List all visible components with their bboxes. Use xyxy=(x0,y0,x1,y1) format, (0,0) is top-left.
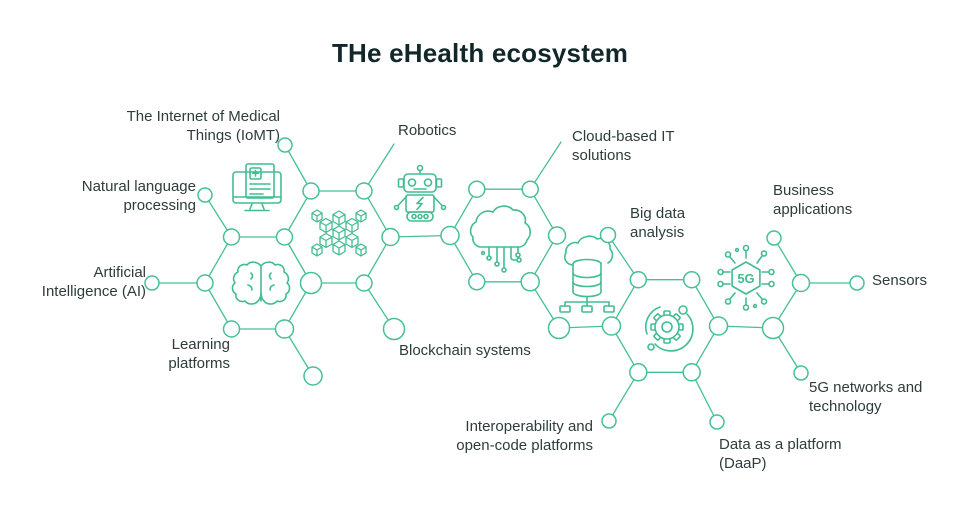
node xyxy=(197,187,213,203)
node xyxy=(222,228,241,246)
node xyxy=(629,363,648,382)
node xyxy=(761,316,785,340)
node xyxy=(302,182,320,200)
label-iomt: The Internet of Medical Things (IoMT) xyxy=(126,108,280,144)
node xyxy=(303,366,323,386)
label-business-applications: Business applications xyxy=(773,182,853,218)
cloud-circuit-icon xyxy=(469,205,531,273)
node xyxy=(709,414,725,430)
5g-chip-icon: 5G xyxy=(717,244,775,311)
node xyxy=(355,274,373,292)
page-title: THe eHealth ecosystem xyxy=(331,38,629,68)
node xyxy=(382,317,406,341)
node xyxy=(468,273,486,291)
node xyxy=(277,137,293,153)
node xyxy=(682,363,701,382)
connector-nodes xyxy=(144,137,865,430)
node xyxy=(791,273,811,293)
5g-chip-label: 5G xyxy=(737,271,754,286)
label-artificial-intelligence: Artificial Intelligence (AI) xyxy=(41,264,146,300)
node xyxy=(547,316,571,340)
node xyxy=(196,274,214,292)
label-robotics: Robotics xyxy=(398,122,457,139)
gear-process-icon xyxy=(644,305,694,352)
brain-icon xyxy=(231,261,291,305)
connector xyxy=(607,234,639,281)
node xyxy=(766,230,782,246)
node xyxy=(222,320,241,338)
node xyxy=(793,365,809,381)
label-data-as-a-platform: Data as a platform (DaaP) xyxy=(719,436,842,472)
node xyxy=(599,226,617,244)
node xyxy=(144,275,160,291)
label-sensors: Sensors xyxy=(872,272,928,289)
connector xyxy=(529,141,562,190)
node xyxy=(521,180,539,198)
node xyxy=(849,275,865,291)
label-learning-platforms: Learning platforms xyxy=(168,336,230,372)
node xyxy=(629,270,648,289)
label-5g-networks: 5G networks and technology xyxy=(809,379,923,415)
node xyxy=(299,271,323,295)
label-natural-language-processing: Natural language processing xyxy=(81,178,196,214)
node xyxy=(520,272,540,292)
node xyxy=(601,316,622,336)
node xyxy=(547,226,567,245)
medical-report-monitor-icon xyxy=(232,163,282,212)
connector xyxy=(691,371,718,423)
node xyxy=(274,319,295,339)
node xyxy=(275,228,294,246)
node xyxy=(440,225,460,246)
connector xyxy=(389,234,451,238)
connector xyxy=(284,144,312,192)
database-server-icon xyxy=(559,235,615,313)
node xyxy=(468,180,486,198)
blockchain-cubes-icon xyxy=(311,209,367,257)
node xyxy=(682,270,701,289)
node xyxy=(601,413,617,429)
label-interoperability: Interoperability and open-code platforms xyxy=(456,418,593,454)
label-big-data-analysis: Big data analysis xyxy=(630,205,686,241)
node xyxy=(381,227,400,247)
label-blockchain-systems: Blockchain systems xyxy=(399,342,531,359)
node xyxy=(355,182,373,200)
label-cloud-based-it: Cloud-based IT solutions xyxy=(572,128,675,164)
connector xyxy=(363,143,395,192)
node xyxy=(708,316,729,336)
connector xyxy=(608,371,639,422)
robot-icon xyxy=(393,164,447,222)
